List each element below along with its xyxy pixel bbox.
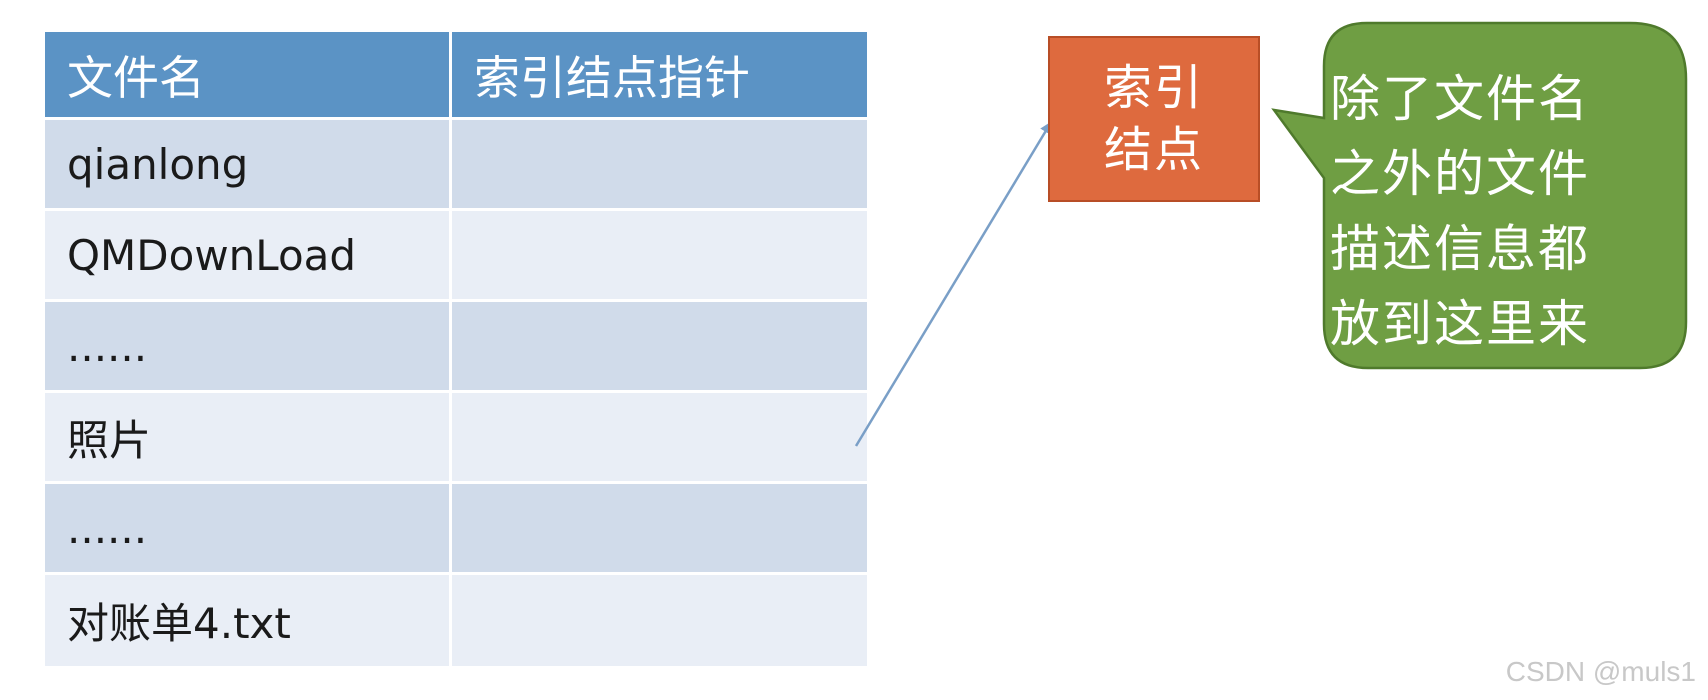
table-header-row: 文件名 索引结点指针 bbox=[45, 32, 867, 120]
pointer-cell bbox=[449, 120, 867, 211]
filename-cell: ...... bbox=[45, 484, 449, 575]
table-row: qianlong bbox=[45, 120, 867, 211]
filename-cell: QMDownLoad bbox=[45, 211, 449, 302]
pointer-cell bbox=[449, 484, 867, 575]
table-row: 照片 bbox=[45, 393, 867, 484]
table-row: 对账单4.txt bbox=[45, 575, 867, 666]
pointer-cell bbox=[449, 575, 867, 666]
pointer-cell bbox=[449, 302, 867, 393]
watermark: CSDN @muls1 bbox=[1505, 656, 1696, 687]
filename-cell: ...... bbox=[45, 302, 449, 393]
pointer-cell bbox=[449, 393, 867, 484]
filename-cell: qianlong bbox=[45, 120, 449, 211]
callout-text: 除了文件名之外的文件描述信息都放到这里来 bbox=[1330, 70, 1590, 353]
callout-bubble bbox=[1271, 21, 1688, 370]
filename-cell: 照片 bbox=[45, 393, 449, 484]
table-row: QMDownLoad bbox=[45, 211, 867, 302]
header-inode-pointer: 索引结点指针 bbox=[449, 32, 867, 120]
directory-table: 文件名 索引结点指针 qianlong QMDownLoad ...... 照片… bbox=[45, 32, 867, 666]
table-row: ...... bbox=[45, 302, 867, 393]
inode-box-label: 索引结点 bbox=[1103, 60, 1204, 178]
inode-box: 索引结点 bbox=[1048, 36, 1260, 202]
callout-shape bbox=[1271, 21, 1688, 370]
pointer-arrow-line bbox=[854, 121, 1052, 447]
header-filename: 文件名 bbox=[45, 32, 449, 120]
table-row: ...... bbox=[45, 484, 867, 575]
filename-cell: 对账单4.txt bbox=[45, 575, 449, 666]
pointer-cell bbox=[449, 211, 867, 302]
